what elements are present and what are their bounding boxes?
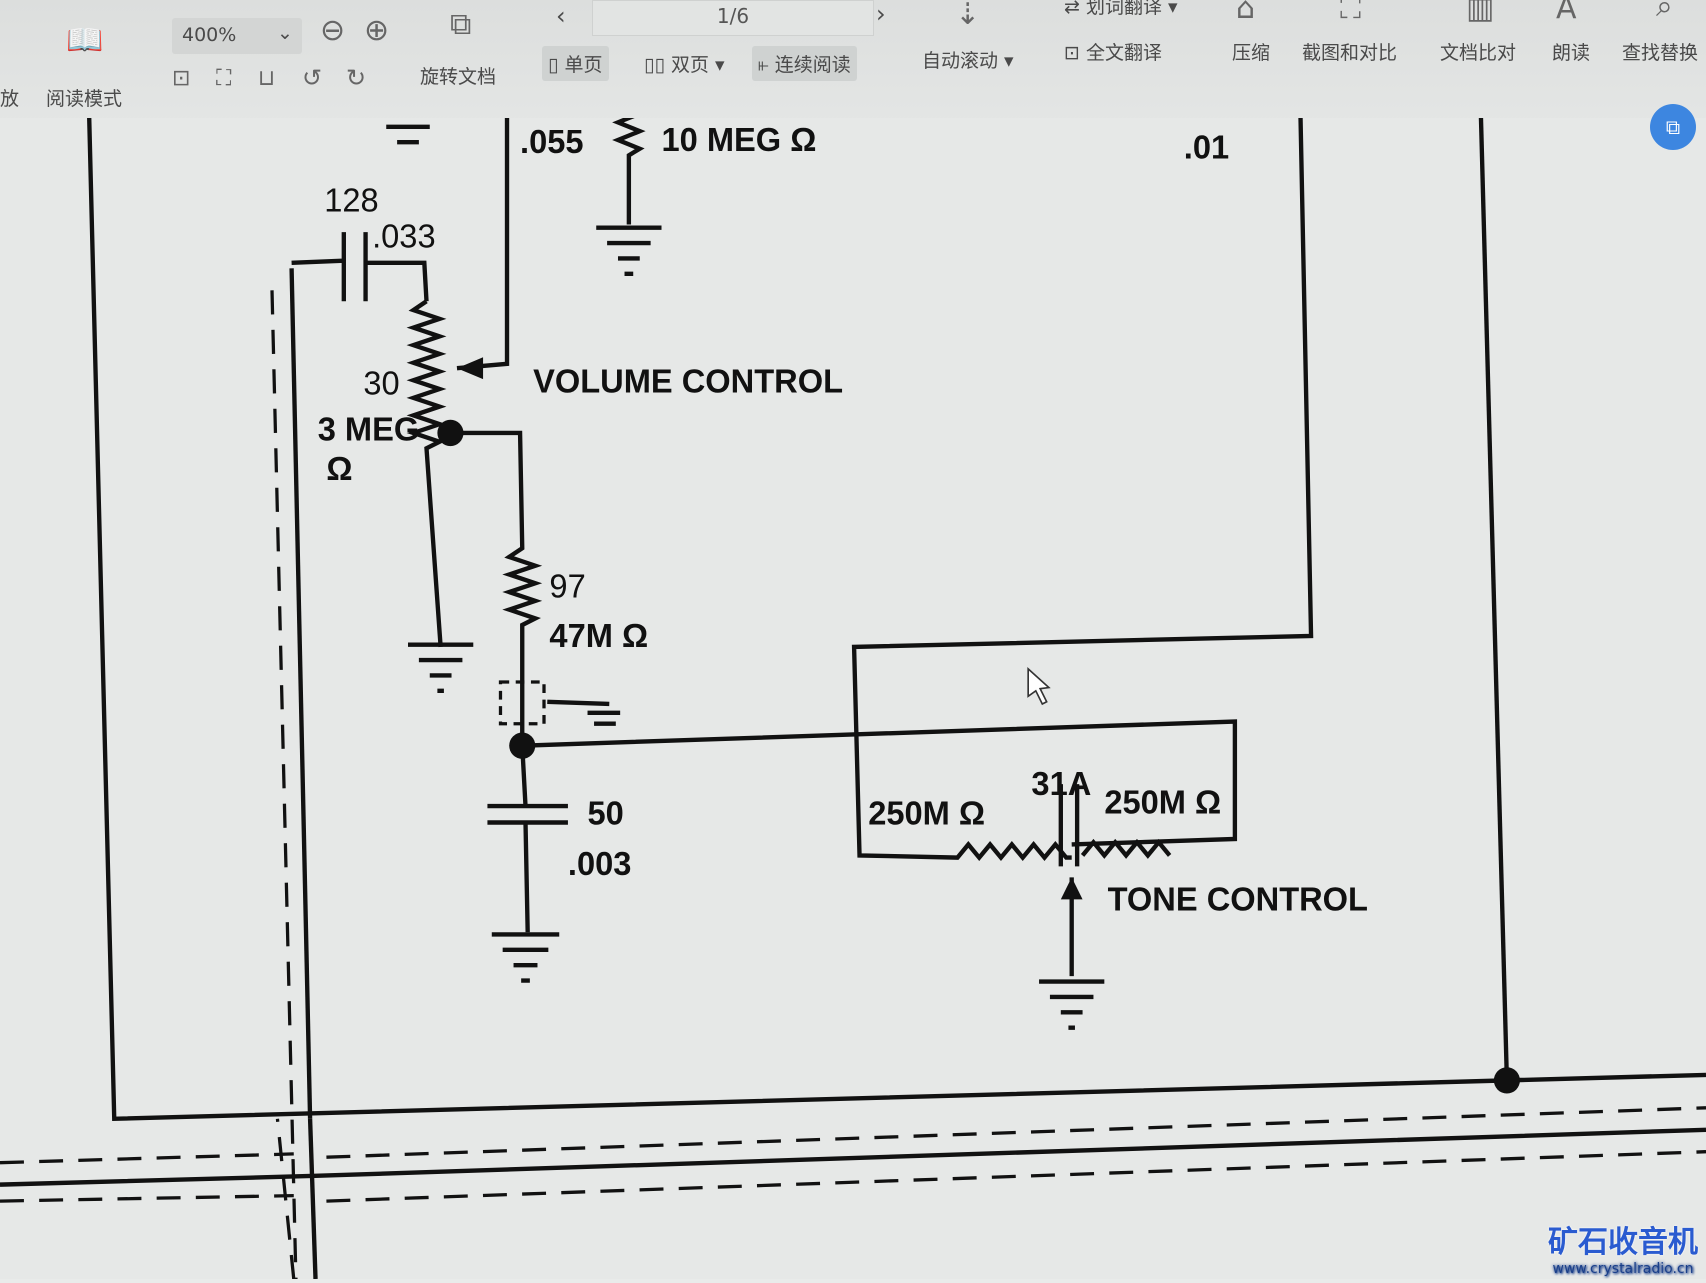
label-c50-value: .003	[568, 845, 632, 882]
label-volume-ref: 30	[363, 364, 399, 401]
single-page-icon: ▯	[548, 54, 565, 76]
read-aloud-icon: A	[1556, 0, 1577, 26]
rotate-right-icon[interactable]: ↻	[346, 64, 367, 92]
fit-page-icon[interactable]: ⛶	[216, 66, 232, 91]
label-r121-value: 10 MEG Ω	[662, 121, 817, 158]
compress-button[interactable]: 压缩	[1232, 42, 1271, 64]
double-page-button[interactable]: ▯▯ 双页 ▾	[644, 54, 725, 76]
next-page-button[interactable]: ›	[876, 0, 886, 28]
watermark-title: 矿石收音机	[1548, 1225, 1698, 1260]
screenshot-icon: ⛶	[1340, 0, 1361, 26]
zoom-select[interactable]: 400% ⌄	[172, 18, 302, 54]
label-c128-value: .033	[372, 217, 436, 254]
double-page-icon: ▯▯	[644, 54, 671, 76]
full-translate-button[interactable]: ⊡ 全文翻译	[1064, 38, 1162, 65]
label-c055: .055	[520, 123, 584, 160]
continuous-icon: ⫦	[758, 54, 775, 76]
label-tone-left: 250M Ω	[868, 795, 985, 832]
auto-scroll-button[interactable]: 自动滚动 ▾	[922, 50, 1014, 72]
chevron-down-icon: ⌄	[277, 22, 293, 44]
read-aloud-button[interactable]: 朗读	[1552, 42, 1591, 64]
fit-width-icon[interactable]: ⊔	[258, 66, 276, 91]
watermark-url: www.crystalradio.cn	[1552, 1261, 1694, 1277]
continuous-read-button[interactable]: ⫦ 连续阅读	[752, 46, 857, 81]
page-indicator[interactable]: 1/6	[592, 0, 874, 36]
screenshot-compare-button[interactable]: 截图和对比	[1302, 42, 1398, 64]
label-c50: 50	[588, 795, 624, 832]
mouse-cursor-icon	[1027, 667, 1051, 706]
prev-page-button[interactable]: ‹	[556, 2, 566, 30]
actual-size-icon[interactable]: ⊡	[172, 66, 191, 91]
label-volume-value: 3 MEG	[318, 410, 420, 447]
compress-icon: ⌂	[1236, 0, 1256, 26]
doc-compare-icon: ▥	[1466, 0, 1495, 26]
translate-icon: ⊡	[1064, 42, 1086, 64]
zoom-value: 400%	[182, 24, 237, 46]
label-tone-right: 250M Ω	[1104, 784, 1221, 821]
find-replace-button[interactable]: 查找替换	[1622, 42, 1699, 64]
single-page-button[interactable]: ▯ 单页	[542, 46, 609, 81]
full-translate-label: 全文翻译	[1085, 42, 1162, 64]
label-c47-value: .01	[1184, 128, 1229, 165]
label-r97-value: 47M Ω	[549, 617, 648, 654]
label-r97: 97	[549, 567, 585, 604]
read-mode-button[interactable]: 阅读模式	[46, 88, 123, 110]
label-c128: 128	[324, 181, 378, 218]
pdf-toolbar: 放 📖 阅读模式 400% ⌄ ⊖ ⊕ ⊡ ⛶ ⊔ ↺ ↻ ⧉ 旋转文档 ‹ 1…	[0, 0, 1706, 128]
auto-scroll-icon: ⇣	[955, 0, 981, 32]
word-translate-button[interactable]: ⇄ 划词翻译 ▾	[1064, 0, 1178, 19]
zoom-in-icon[interactable]: ⊕	[364, 13, 390, 48]
doc-compare-button[interactable]: 文档比对	[1440, 42, 1517, 64]
auto-scroll-label: 自动滚动	[922, 50, 999, 72]
translate-icon: ⧉	[1665, 115, 1681, 139]
zoom-out-icon[interactable]: ⊖	[320, 13, 346, 48]
book-icon: 📖	[66, 23, 104, 58]
schematic-diagram: .055 121 10 MEG Ω 47 .01 128 .033 30 3 M…	[0, 70, 1706, 1280]
label-volume-ohm: Ω	[326, 450, 352, 487]
label-tone-control: TONE CONTROL	[1108, 880, 1368, 917]
double-page-label: 双页	[670, 54, 709, 76]
single-page-label: 单页	[564, 54, 603, 76]
rotate-left-icon[interactable]: ↺	[302, 64, 323, 92]
continuous-label: 连续阅读	[774, 54, 851, 76]
label-tone-ref: 31A	[1031, 765, 1091, 802]
search-icon: ⌕	[1656, 0, 1673, 24]
play-button[interactable]: 放	[0, 88, 20, 110]
label-volume-control: VOLUME CONTROL	[533, 362, 843, 399]
translate-float-button[interactable]: ⧉	[1650, 104, 1696, 150]
watermark: 矿石收音机 www.crystalradio.cn	[1548, 1217, 1698, 1277]
rotate-document-button[interactable]: 旋转文档	[420, 66, 497, 88]
word-translate-label: 划词翻译	[1085, 0, 1162, 18]
rotate-document-icon: ⧉	[450, 7, 472, 42]
document-page: .055 121 10 MEG Ω 47 .01 128 .033 30 3 M…	[0, 70, 1706, 1280]
